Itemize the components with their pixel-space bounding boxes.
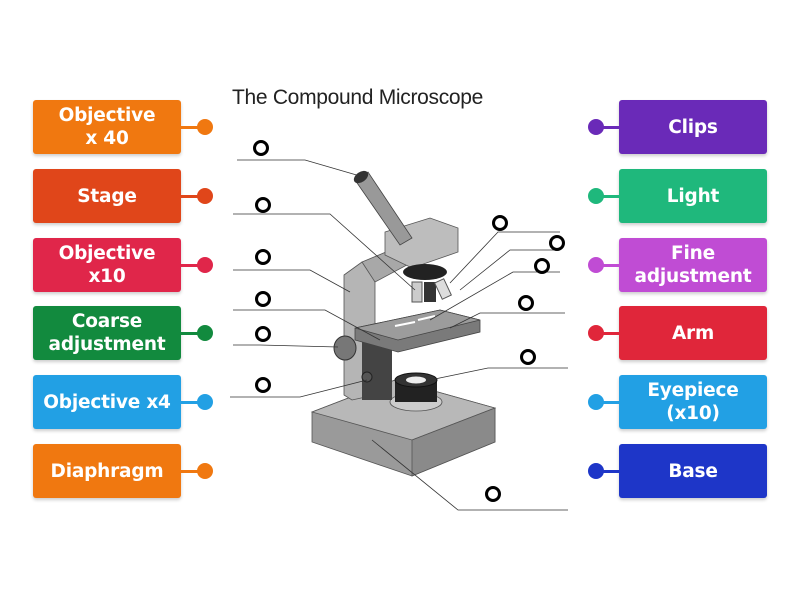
leader-line: [459, 249, 560, 291]
connector: [599, 332, 619, 335]
leader-line: [233, 309, 381, 341]
drop-target[interactable]: [520, 349, 536, 365]
label-text: Arm: [671, 322, 715, 344]
drop-target[interactable]: [549, 235, 565, 251]
drag-handle-icon[interactable]: [197, 257, 213, 273]
fine-knob: [361, 371, 373, 383]
clip-1: [394, 321, 416, 327]
label-light[interactable]: Light: [588, 169, 767, 223]
connector: [181, 264, 201, 267]
label-text: adjustment: [634, 266, 752, 287]
label-objective-x4[interactable]: Objective x4: [33, 375, 213, 429]
connector: [181, 332, 201, 335]
objective-lens-3: [434, 278, 452, 300]
light-lens: [406, 376, 426, 384]
drop-target[interactable]: [255, 326, 271, 342]
objective-lens-2: [424, 282, 436, 302]
drop-target[interactable]: [255, 291, 271, 307]
connector: [599, 470, 619, 473]
drag-handle-icon[interactable]: [588, 325, 604, 341]
drop-target[interactable]: [492, 215, 508, 231]
leader-line: [449, 231, 560, 284]
label-stage[interactable]: Stage: [33, 169, 213, 223]
leader-line: [233, 213, 416, 291]
label-text: x 40: [85, 128, 129, 149]
drag-handle-icon[interactable]: [588, 188, 604, 204]
label-text: Diaphragm: [50, 460, 164, 482]
eyepiece-top: [353, 170, 369, 184]
drag-handle-icon[interactable]: [588, 257, 604, 273]
objective-lens-1: [411, 281, 423, 303]
drag-handle-icon[interactable]: [197, 119, 213, 135]
label-text: Objective: [58, 243, 156, 264]
drag-handle-icon[interactable]: [588, 119, 604, 135]
label-text: x10: [88, 266, 126, 287]
nosepiece: [403, 264, 447, 280]
leader-line: [371, 439, 568, 511]
coarse-knob: [333, 335, 357, 361]
drop-target[interactable]: [255, 197, 271, 213]
label-text: Coarse: [71, 311, 143, 332]
connector: [181, 401, 201, 404]
clip-2: [417, 315, 436, 321]
drop-target[interactable]: [255, 249, 271, 265]
label-eyepiece-x10[interactable]: Eyepiece(x10): [588, 375, 767, 429]
diagram-title: The Compound Microscope: [232, 86, 484, 109]
label-text: Light: [666, 185, 720, 207]
label-text: Base: [668, 460, 718, 482]
drag-handle-icon[interactable]: [588, 463, 604, 479]
connector: [181, 126, 201, 129]
leader-line: [449, 312, 565, 329]
leader-line: [233, 269, 351, 293]
label-text: Objective: [58, 105, 156, 126]
label-text: Eyepiece: [647, 380, 739, 401]
leader-line: [230, 379, 368, 398]
label-diaphragm[interactable]: Diaphragm: [33, 444, 213, 498]
connector: [181, 470, 201, 473]
drag-handle-icon[interactable]: [197, 325, 213, 341]
leader-line: [237, 159, 361, 177]
base-side: [411, 407, 496, 477]
label-text: (x10): [666, 403, 720, 424]
connector: [599, 264, 619, 267]
drag-handle-icon[interactable]: [197, 188, 213, 204]
connector: [599, 126, 619, 129]
connector: [181, 195, 201, 198]
label-text: Clips: [668, 116, 718, 138]
drop-target[interactable]: [518, 295, 534, 311]
label-base[interactable]: Base: [588, 444, 767, 498]
connector: [599, 195, 619, 198]
drag-handle-icon[interactable]: [197, 394, 213, 410]
eyepiece-tube: [354, 171, 413, 246]
leader-line: [429, 367, 568, 381]
label-arm[interactable]: Arm: [588, 306, 767, 360]
label-text: Fine: [671, 243, 715, 264]
drag-handle-icon[interactable]: [197, 463, 213, 479]
stage-top: [354, 309, 481, 341]
drop-target[interactable]: [253, 140, 269, 156]
connector: [599, 401, 619, 404]
drop-target[interactable]: [255, 377, 271, 393]
leader-line: [233, 344, 339, 348]
drag-handle-icon[interactable]: [588, 394, 604, 410]
label-text: Objective x4: [43, 391, 171, 413]
drop-target[interactable]: [485, 486, 501, 502]
label-text: Stage: [77, 185, 137, 207]
label-text: adjustment: [48, 334, 166, 355]
label-clips[interactable]: Clips: [588, 100, 767, 154]
drop-target[interactable]: [534, 258, 550, 274]
